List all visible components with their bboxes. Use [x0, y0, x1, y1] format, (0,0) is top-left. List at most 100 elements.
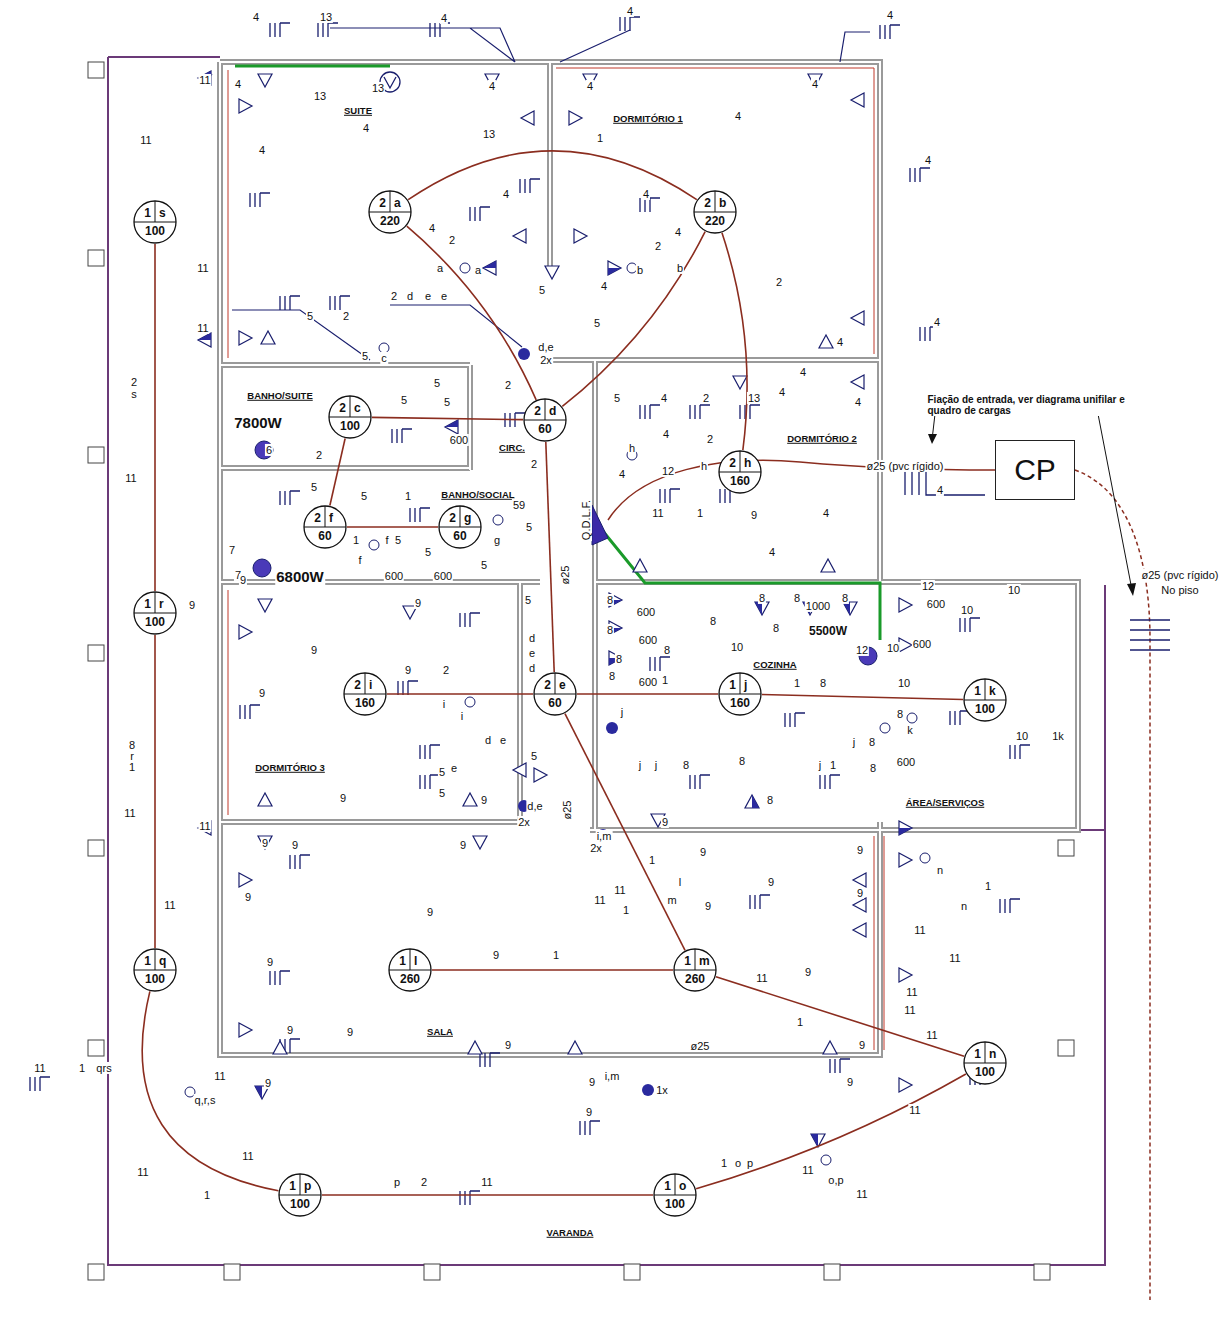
callout-number: 5	[394, 534, 402, 546]
callout-number: 600	[636, 606, 656, 618]
callout-number: 4	[488, 80, 496, 92]
lamp-circle	[279, 1174, 321, 1216]
callout-number: n	[936, 864, 944, 876]
callout-number: k	[906, 724, 914, 736]
callout-number: 2	[420, 1176, 428, 1188]
callout-number: 9	[480, 794, 488, 806]
switch-letter: j	[744, 679, 747, 691]
callout-number: 1	[352, 534, 360, 546]
callout-number: 5500W	[808, 625, 848, 638]
callout-number: 10	[1015, 730, 1029, 742]
lamp-power: 60	[318, 530, 331, 542]
callout-number: 11	[196, 322, 209, 334]
callout-number: 1	[596, 132, 604, 144]
circuit-number: 2	[534, 405, 541, 417]
lamp-divider	[155, 592, 156, 613]
callout-number: 8	[709, 615, 717, 627]
callout-number: p	[746, 1157, 754, 1169]
callout-number: d	[406, 290, 414, 302]
callout-number: j	[638, 759, 642, 771]
callout-number: d	[528, 632, 536, 644]
callout-number: 5	[433, 377, 441, 389]
callout-number: No piso	[1160, 584, 1199, 596]
callout-number: 11	[33, 1062, 46, 1074]
callout-number: 11	[905, 986, 918, 998]
circuit-number: 2	[379, 197, 386, 209]
circuit-number: 2	[339, 402, 346, 414]
wire-run	[696, 1074, 966, 1189]
callout-number: 4	[933, 316, 941, 328]
circuit-number: 2	[704, 197, 711, 209]
lamp-point-circle: 1p100	[278, 1173, 322, 1217]
callout-number: 9	[846, 1076, 854, 1088]
callout-number: 59	[512, 499, 526, 511]
switch-letter: b	[719, 197, 726, 209]
lamp-point-circle: 1l260	[388, 948, 432, 992]
callout-number: 5	[424, 546, 432, 558]
switch-letter: s	[159, 207, 166, 219]
callout-number: 4	[836, 336, 844, 348]
callout-number: ø25 (pvc rígido)	[1140, 569, 1219, 581]
callout-number: 5	[593, 317, 601, 329]
lamp-power: 220	[705, 215, 725, 227]
callout-number: 1	[78, 1062, 86, 1074]
callout-number: 2	[654, 240, 662, 252]
callout-number: 9	[856, 887, 864, 899]
callout-number: 9	[264, 1077, 272, 1089]
lamp-circle	[389, 949, 431, 991]
switch-letter: i	[369, 679, 372, 691]
lamp-power: 100	[290, 1198, 310, 1210]
callout-number: 11	[124, 472, 137, 484]
callout-number: 12	[855, 644, 869, 656]
callout-number: 2	[706, 433, 714, 445]
room-name: SUITE	[343, 106, 373, 116]
callout-number: j	[654, 759, 658, 771]
lamp-circle-outline	[343, 672, 387, 716]
switch-letter: l	[414, 955, 417, 967]
wire-run	[142, 991, 278, 1190]
callout-number: 8	[663, 644, 671, 656]
callout-number: 2	[448, 234, 456, 246]
lamp-point-circle: 2f60	[303, 505, 347, 549]
callout-number: 7800W	[233, 415, 283, 432]
lamp-point-circle: 1m260	[673, 948, 717, 992]
callout-number: 9	[258, 687, 266, 699]
lamp-divider	[740, 673, 741, 694]
lamp-divider	[555, 673, 556, 694]
callout-number: e	[440, 290, 448, 302]
callout-number: 10	[1007, 584, 1021, 596]
lamp-circle	[344, 673, 386, 715]
lamp-circle-outline	[303, 505, 347, 549]
callout-number: 9	[858, 1039, 866, 1051]
callout-number: 4	[618, 468, 626, 480]
lamp-power: 160	[730, 697, 750, 709]
lamp-circle-outline	[368, 190, 412, 234]
lamp-divider	[545, 399, 546, 420]
callout-number: 1	[404, 490, 412, 502]
switch-letter: k	[989, 685, 996, 697]
lamp-circle	[524, 399, 566, 441]
lamp-point-circle: 2i160	[343, 672, 387, 716]
callout-number: e	[450, 762, 458, 774]
callout-number: 4	[252, 11, 260, 23]
callout-number: m	[666, 894, 677, 906]
switch-letter: g	[464, 512, 471, 524]
callout-number: 11	[213, 1070, 226, 1082]
callout-number: 2	[775, 276, 783, 288]
callout-number: 600	[638, 676, 658, 688]
callout-number: 1	[696, 507, 704, 519]
callout-number: 11	[123, 807, 136, 819]
callout-number: 5	[361, 350, 369, 362]
callout-number: 1k	[1051, 730, 1065, 742]
callout-number: 10	[897, 677, 911, 689]
callout-number: 2x	[589, 842, 603, 854]
lamp-circle-outline	[133, 591, 177, 635]
callout-number: 11	[139, 134, 152, 146]
callout-number: 9	[244, 891, 252, 903]
callout-number: 4	[586, 80, 594, 92]
callout-number: 13	[482, 128, 496, 140]
callout-number: d,e	[526, 800, 543, 812]
lamp-point-circle: 2h160	[718, 450, 762, 494]
callout-number: 2x	[517, 816, 531, 828]
wire-run	[387, 693, 533, 695]
